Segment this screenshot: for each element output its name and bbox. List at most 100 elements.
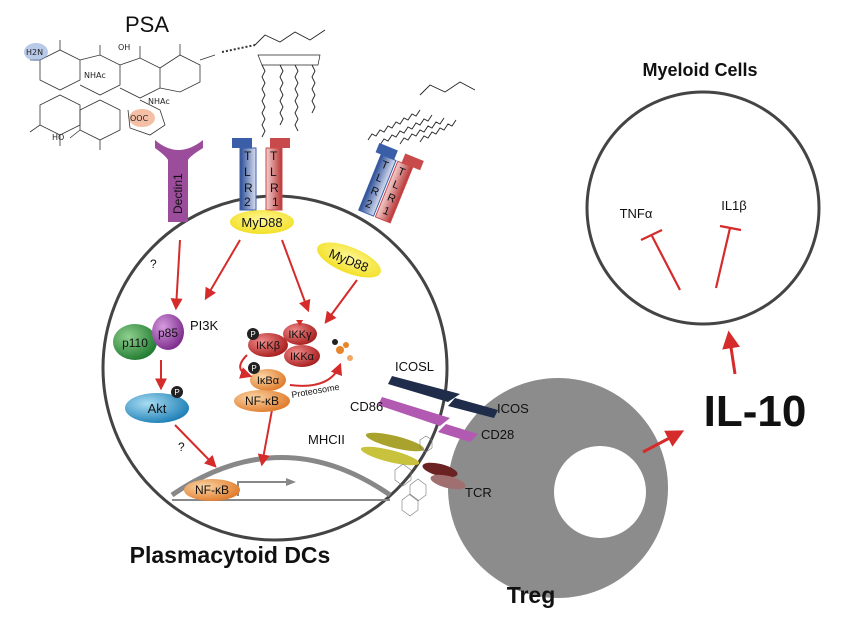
ikkg-subunit <box>283 323 317 345</box>
tlr1-right-1: 1 <box>381 205 391 218</box>
arrow-dectin-pi3k <box>170 239 183 311</box>
arrow-myd88-pi3k <box>204 239 241 301</box>
inhibit-il1b-bar <box>719 224 742 232</box>
arrow-akt-nfkb <box>174 424 217 468</box>
inhibit-tnfa-bar <box>640 229 663 241</box>
ikkb-phospho-label: P <box>250 330 255 339</box>
tlr2-right-r: R <box>369 185 381 199</box>
akt-phospho <box>171 386 183 398</box>
akt-phospho-label: P <box>174 388 179 397</box>
myeloid-cell-membrane <box>585 90 821 326</box>
cd86-cd28-pair <box>378 397 478 442</box>
ikka-label: IKKα <box>290 351 315 363</box>
mhcii-label: MHCII <box>308 432 345 447</box>
transcription-start <box>237 481 292 496</box>
il10-label: IL-10 <box>704 387 807 436</box>
ikkb-subunit <box>248 333 288 357</box>
ikba-label: IκBα <box>257 375 280 387</box>
nucleus-envelope <box>170 455 392 498</box>
dectin1-receptor: Dectin1 <box>155 140 203 222</box>
carboxyl-highlight <box>129 109 155 127</box>
nfkb-nuclear-label: NF-κB <box>195 483 229 497</box>
tlr2-right-2: 2 <box>364 198 374 211</box>
tlr2-label-top-2: 2 <box>244 195 251 209</box>
tlr1-right-t: T <box>396 166 407 180</box>
tlr1-right-l: L <box>391 179 401 192</box>
il1b-label: IL1β <box>721 198 747 213</box>
p85-subunit <box>152 314 184 350</box>
psa-label: PSA <box>125 12 169 37</box>
nfkb-cyto-label: NF-κB <box>245 394 279 408</box>
cd86-label: CD86 <box>350 399 383 414</box>
arrow-myd88r-ikk <box>324 279 358 324</box>
myd88-top-label: MyD88 <box>241 215 282 230</box>
signal-arrows <box>155 239 358 468</box>
tnfa-label: TNFα <box>620 206 653 221</box>
unknown-mark-2: ? <box>178 440 185 454</box>
phosphorylation-arrow <box>238 354 253 379</box>
lipid-anchor-right <box>367 81 476 146</box>
tlr2-tlr1-top: T L R 2 T L R 1 <box>232 138 290 211</box>
ikkg-label: IKKγ <box>288 329 312 341</box>
il10-arrows <box>642 330 741 454</box>
tlr1-label-top-l: L <box>270 165 277 179</box>
chem-ooc: OOC <box>130 114 149 123</box>
psa-structure <box>29 40 256 150</box>
tlr1-label-top-1: 1 <box>272 195 279 209</box>
proteosome-fragments <box>332 339 353 361</box>
ikka-subunit <box>284 345 320 367</box>
pdc-label: Plasmacytoid DCs <box>130 542 331 568</box>
tlr2-right-t: T <box>379 159 390 173</box>
inhibit-il1b <box>714 227 732 289</box>
treg-label: Treg <box>507 582 556 608</box>
p110-label: p110 <box>122 336 148 350</box>
arrow-nfkb-nucleus <box>257 409 273 467</box>
akt-protein <box>125 393 189 423</box>
chem-nhac-1: NHAc <box>84 71 106 80</box>
nfkb-nuclear <box>184 479 240 501</box>
tlr2-tlr1-right: T L R 2 T L R 1 <box>358 142 424 224</box>
psa-antigen-chem <box>394 435 433 517</box>
myeloid-label: Myeloid Cells <box>642 60 757 80</box>
akt-label: Akt <box>148 401 167 416</box>
myd88-top <box>230 210 294 234</box>
amine-highlight <box>24 43 48 61</box>
arrow-il10-myeloid <box>722 330 741 375</box>
chem-nhac-2: NHAc <box>148 97 170 106</box>
cd28-label: CD28 <box>481 427 514 442</box>
tlr2-right-l: L <box>374 172 384 185</box>
arrow-treg-il10 <box>642 430 685 454</box>
icos-label: ICOS <box>497 401 529 416</box>
arrow-myd88-ikk <box>281 239 311 313</box>
chem-oh: OH <box>118 43 130 52</box>
chem-h2n: H2N <box>26 48 43 57</box>
tlr1-label-top-t: T <box>270 149 278 163</box>
lipid-anchor-top <box>254 29 326 138</box>
ikkb-label: IKKβ <box>256 340 280 352</box>
degradation-arrow <box>289 362 342 387</box>
chem-ho: HO <box>52 133 64 142</box>
icosl-icos-pair <box>388 376 498 418</box>
p85-label: p85 <box>158 326 178 340</box>
tcr-label: TCR <box>465 485 492 500</box>
pi3k-label: PI3K <box>190 318 219 333</box>
tlr2-label-top: T <box>244 149 252 163</box>
mhcii-tcr-pair <box>360 432 466 490</box>
ikkb-phospho <box>247 328 259 340</box>
ikk-activation-mark <box>296 320 303 326</box>
myd88-right <box>317 242 381 278</box>
p110-subunit <box>113 324 157 360</box>
unknown-mark-1: ? <box>150 257 157 271</box>
inhibit-tnfa <box>651 235 681 291</box>
icosl-label: ICOSL <box>395 359 434 374</box>
tlr1-label-top-r: R <box>270 181 279 195</box>
ikba-protein <box>250 369 286 391</box>
dectin1-label: Dectin1 <box>171 173 185 214</box>
tlr2-label-top-l: L <box>244 165 251 179</box>
nfkb-cytoplasmic <box>234 390 290 412</box>
inhibition-lines <box>640 224 742 291</box>
ikba-phospho-label: P <box>251 364 256 373</box>
tlr1-right-r: R <box>385 191 397 205</box>
tlr2-label-top-r: R <box>244 181 253 195</box>
